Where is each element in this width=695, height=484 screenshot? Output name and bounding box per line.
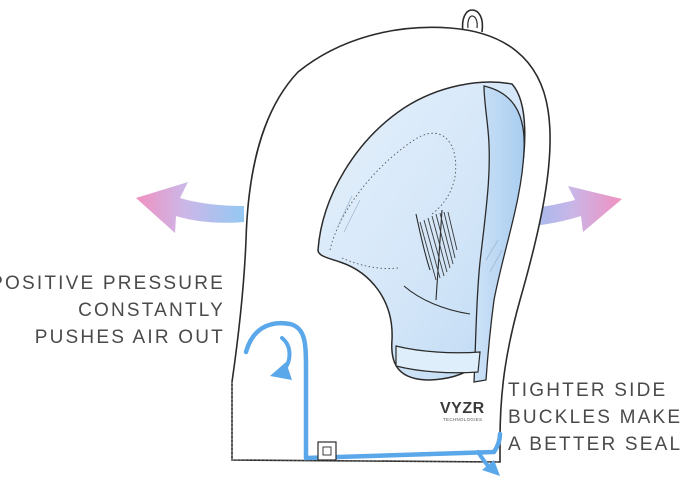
right-caption-line-3: A BETTER SEAL: [508, 434, 683, 455]
chin-strap: [395, 345, 481, 374]
seal-line: [243, 320, 503, 461]
side-buckle: [317, 441, 337, 461]
face-dotted-contour: [329, 132, 457, 251]
left-caption-line-1: POSITIVE PRESSURE: [0, 273, 225, 294]
left-caption-line-3: PUSHES AIR OUT: [34, 327, 225, 348]
brand-logo-subtitle: TECHNOLOGIES: [443, 417, 482, 422]
right-caption-line-1: TIGHTER SIDE: [508, 380, 668, 401]
visor-side-panel: [473, 85, 525, 383]
top-loop-tab: [461, 9, 484, 33]
inner-hatching: [419, 211, 458, 281]
left-airflow-arrow: [136, 182, 244, 233]
left-caption-line-2: CONSTANTLY: [78, 300, 225, 321]
positive-pressure-caption: POSITIVE PRESSURE CONSTANTLY PUSHES AIR …: [0, 270, 225, 351]
brand-logo: VYZR: [440, 400, 485, 417]
side-buckles-caption: TIGHTER SIDE BUCKLES MAKE A BETTER SEAL: [508, 377, 682, 458]
neck-dotted-line: [231, 459, 501, 463]
right-caption-line-2: BUCKLES MAKE: [508, 407, 683, 428]
